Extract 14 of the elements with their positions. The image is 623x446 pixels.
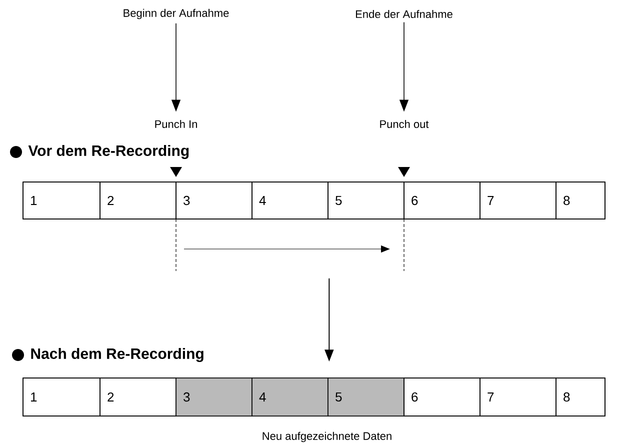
segment-cell: 3 — [176, 378, 252, 416]
caption-text: Ende der Aufnahme — [356, 10, 452, 18]
section-heading: Nach dem Re-Recording — [31, 348, 204, 362]
segment-cell: 7 — [480, 378, 556, 416]
segment-cell: 6 — [404, 378, 480, 416]
caption-text: Punch In — [155, 120, 197, 128]
caption-text: Punch out — [380, 120, 429, 128]
segment-cell: 1 — [22, 378, 100, 416]
segment-cell: 5 — [328, 378, 404, 416]
caption-text: Neu aufgezeichnete Daten — [262, 432, 392, 442]
caption-text: Beginn der Aufnahme — [124, 8, 229, 20]
section-heading: Vor dem Re-Recording — [28, 144, 189, 160]
segment-cell: 8 — [556, 378, 606, 416]
segment-cell: 4 — [252, 378, 328, 416]
